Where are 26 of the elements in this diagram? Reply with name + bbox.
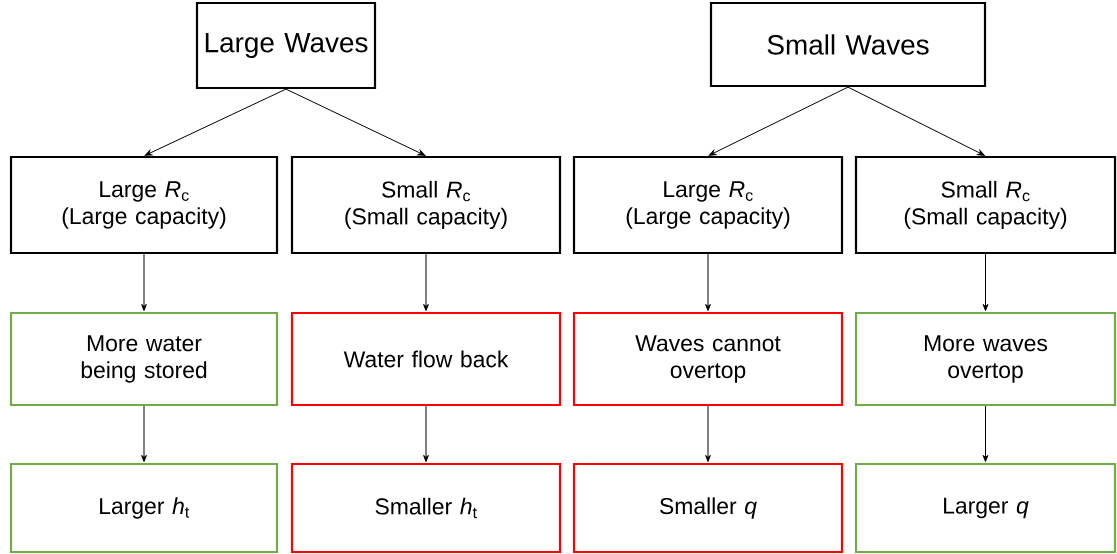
arrow xyxy=(423,405,429,462)
arrow xyxy=(705,253,711,311)
condition-box: Large R$_{c}$ (Large capacity) xyxy=(572,155,844,255)
arrow xyxy=(982,405,989,462)
arrow xyxy=(423,253,429,311)
arrow xyxy=(708,86,849,156)
arrow xyxy=(982,253,989,311)
arrow xyxy=(847,86,985,156)
arrow xyxy=(705,405,711,462)
arrow xyxy=(285,88,426,156)
result-box: Larger h$_{t}$ xyxy=(9,462,279,554)
arrow xyxy=(141,405,147,462)
title-box: Small Waves xyxy=(709,1,987,88)
condition-box: Small R$_{c}$ (Small capacity) xyxy=(854,155,1117,255)
effect-box: More waves overtop xyxy=(854,311,1117,407)
arrow xyxy=(141,253,147,311)
result-box: Smaller q xyxy=(572,462,844,554)
arrow xyxy=(144,88,287,156)
title-box: Large Waves xyxy=(195,1,377,90)
result-box: Larger q xyxy=(854,462,1117,554)
condition-box: Small R$_{c}$ (Small capacity) xyxy=(290,155,562,255)
condition-box: Large R$_{c}$ (Large capacity) xyxy=(9,155,279,255)
result-box: Smaller h$_{t}$ xyxy=(290,462,562,554)
effect-box: Waves cannot overtop xyxy=(572,311,844,407)
effect-box: Water flow back xyxy=(290,311,562,407)
effect-box: More water being stored xyxy=(9,311,279,407)
